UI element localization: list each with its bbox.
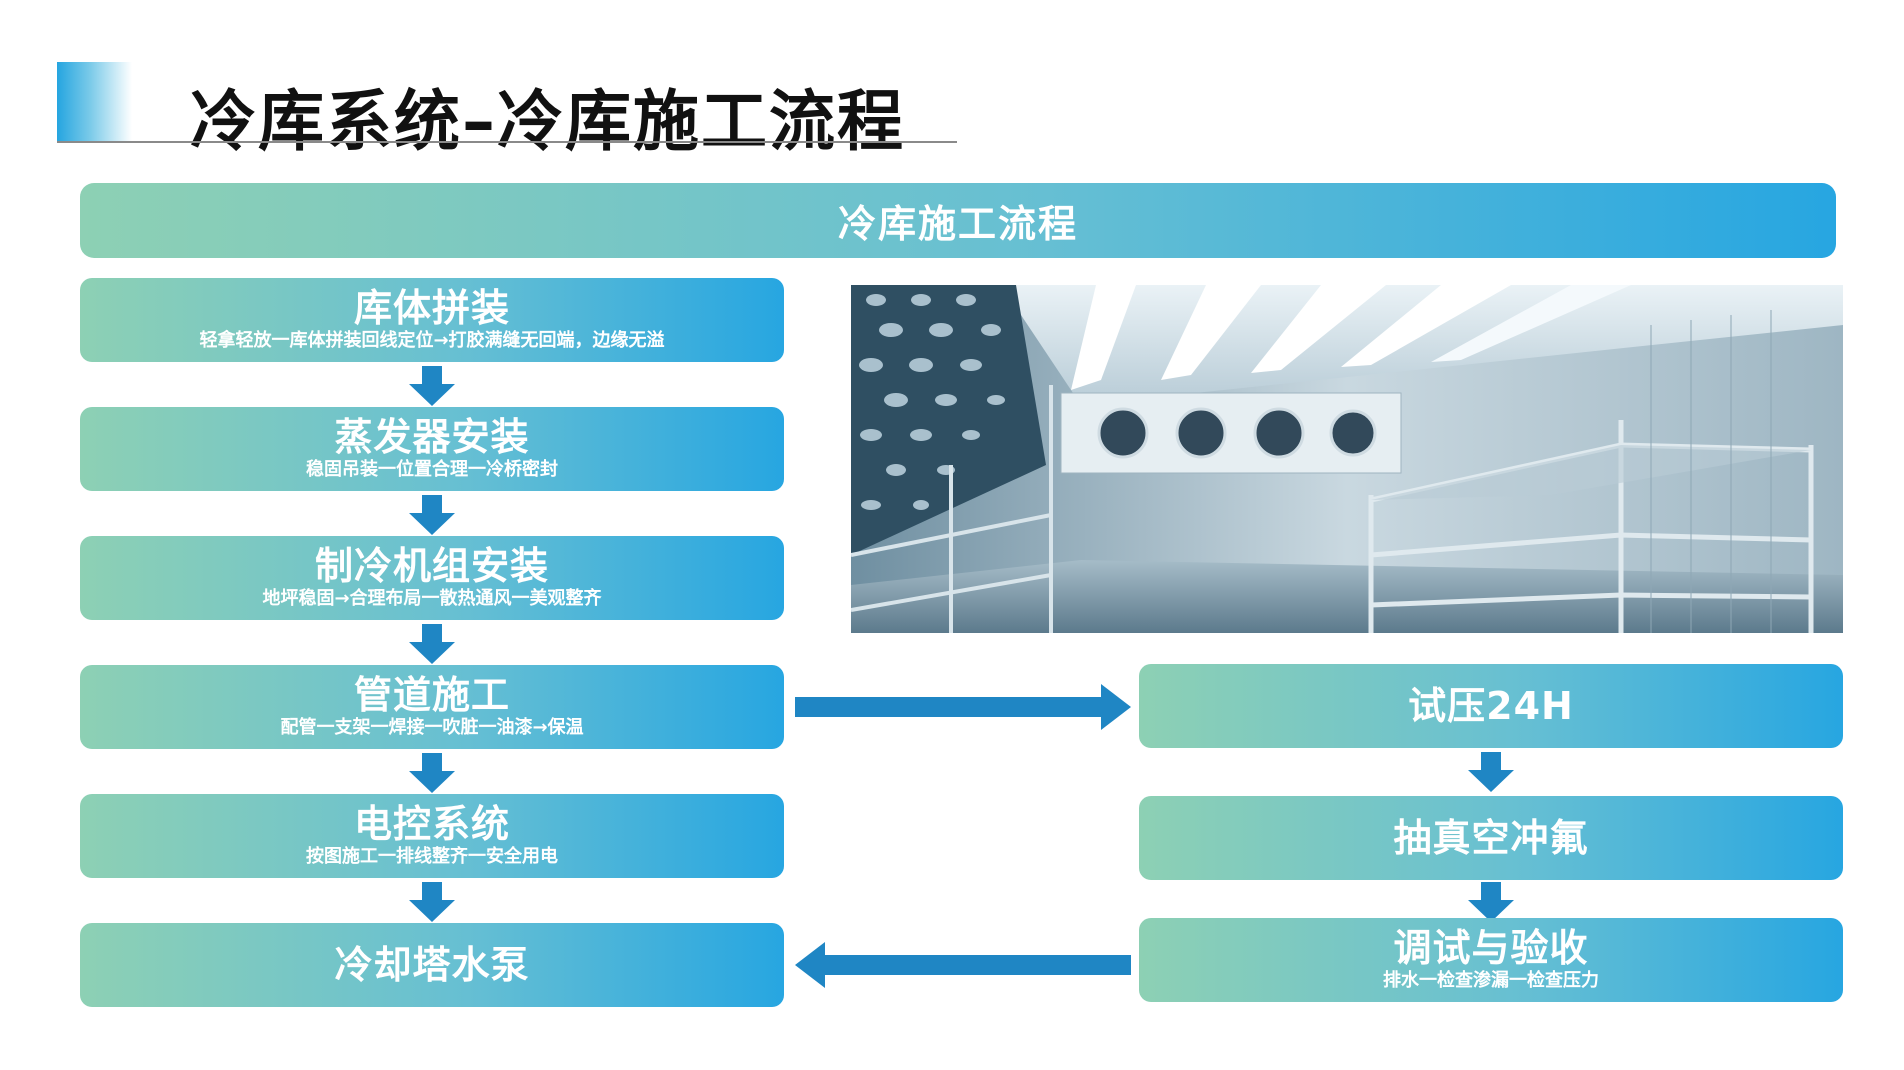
cold-storage-room-photo [851, 285, 1843, 633]
step-desc: 轻拿轻放一库体拼装回线定位→打胶满缝无回端，边缘无溢 [199, 330, 665, 351]
down-arrow-icon [1468, 882, 1514, 922]
step-electrical-control: 电控系统 按图施工一排线整齐一安全用电 [80, 794, 784, 878]
step-desc: 配管一支架一焊接一吹脏一油漆→保温 [280, 717, 584, 738]
title-accent-bar [57, 62, 132, 142]
step-title: 蒸发器安装 [334, 415, 530, 459]
down-arrow-icon [409, 495, 455, 535]
step-title: 制冷机组安装 [314, 544, 549, 588]
step-desc: 稳固吊装一位置合理一冷桥密封 [306, 459, 558, 480]
flow-banner: 冷库施工流程 [80, 183, 1836, 258]
step-piping: 管道施工 配管一支架一焊接一吹脏一油漆→保温 [80, 665, 784, 749]
step-title: 电控系统 [353, 802, 510, 846]
left-arrow-icon [795, 942, 1131, 988]
step-library-assembly: 库体拼装 轻拿轻放一库体拼装回线定位→打胶满缝无回端，边缘无溢 [80, 278, 784, 362]
down-arrow-icon [409, 366, 455, 406]
step-title: 调试与验收 [1393, 926, 1589, 970]
step-desc: 排水一检查渗漏一检查压力 [1383, 970, 1599, 991]
down-arrow-icon [409, 624, 455, 664]
step-evaporator-install: 蒸发器安装 稳固吊装一位置合理一冷桥密封 [80, 407, 784, 491]
down-arrow-icon [409, 882, 455, 922]
step-desc: 按图施工一排线整齐一安全用电 [306, 846, 558, 867]
down-arrow-icon [1468, 752, 1514, 792]
step-title: 冷却塔水泵 [334, 943, 530, 987]
step-title: 抽真空冲氟 [1393, 816, 1589, 860]
right-arrow-icon [795, 684, 1131, 730]
step-desc: 地坪稳固→合理布局一散热通风一美观整齐 [262, 588, 602, 609]
step-vacuum-refrigerant: 抽真空冲氟 [1139, 796, 1843, 880]
step-refrigeration-unit-install: 制冷机组安装 地坪稳固→合理布局一散热通风一美观整齐 [80, 536, 784, 620]
down-arrow-icon [409, 753, 455, 793]
step-pressure-test: 试压24H [1139, 664, 1843, 748]
step-cooling-tower-pump: 冷却塔水泵 [80, 923, 784, 1007]
step-title: 试压24H [1408, 684, 1574, 728]
title-underline [57, 141, 957, 143]
page-title: 冷库系统–冷库施工流程 [190, 83, 905, 160]
step-commissioning-acceptance: 调试与验收 排水一检查渗漏一检查压力 [1139, 918, 1843, 1002]
step-title: 管道施工 [353, 673, 510, 717]
step-title: 库体拼装 [353, 286, 510, 330]
